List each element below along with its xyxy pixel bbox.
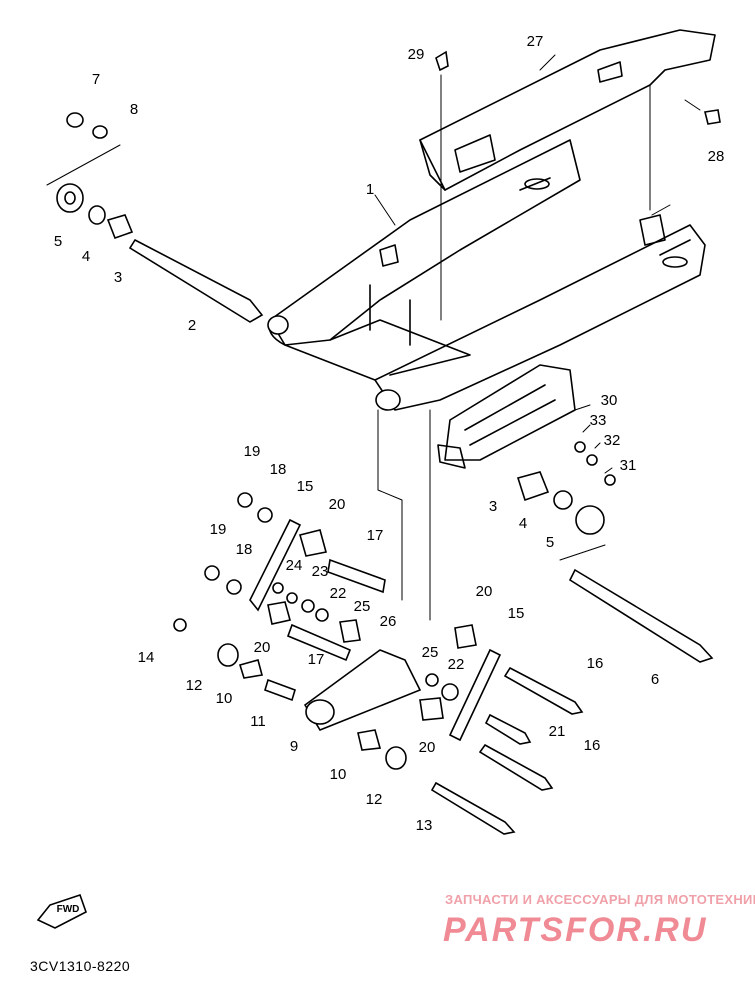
callout-1: 1 xyxy=(366,181,374,198)
callout-26: 26 xyxy=(380,613,397,630)
swingarm xyxy=(267,139,706,411)
callout-20: 20 xyxy=(254,639,271,656)
callout-4: 4 xyxy=(82,248,90,265)
fwd-label: FWD xyxy=(57,904,80,915)
callout-9: 9 xyxy=(290,738,298,755)
callout-23: 23 xyxy=(312,563,329,580)
callout-33: 33 xyxy=(590,412,607,429)
callout-31: 31 xyxy=(620,457,637,474)
callout-6: 6 xyxy=(651,671,659,688)
callout-19: 19 xyxy=(244,443,261,460)
callout-30: 30 xyxy=(601,392,618,409)
callout-32: 32 xyxy=(604,432,621,449)
callout-2: 2 xyxy=(188,317,196,334)
fwd-arrow: FWD xyxy=(36,893,87,929)
callout-20: 20 xyxy=(419,739,436,756)
callout-5: 5 xyxy=(546,534,554,551)
part-code: 3CV1310-8220 xyxy=(30,958,131,974)
callout-22: 22 xyxy=(330,585,347,602)
callout-3: 3 xyxy=(114,269,122,286)
callout-25: 25 xyxy=(422,644,439,661)
callout-8: 8 xyxy=(130,101,138,118)
callout-17: 17 xyxy=(308,651,325,668)
callout-5: 5 xyxy=(54,233,62,250)
callout-18: 18 xyxy=(270,461,287,478)
chain-slider xyxy=(437,364,576,469)
callout-14: 14 xyxy=(138,649,155,666)
callout-3: 3 xyxy=(489,498,497,515)
callout-27: 27 xyxy=(527,33,544,50)
callout-17: 17 xyxy=(367,527,384,544)
callout-16: 16 xyxy=(584,737,601,754)
callout-29: 29 xyxy=(408,46,425,63)
callout-19: 19 xyxy=(210,521,227,538)
callout-21: 21 xyxy=(549,723,566,740)
callout-20: 20 xyxy=(476,583,493,600)
hardware-parts xyxy=(56,50,721,835)
callout-13: 13 xyxy=(416,817,433,834)
callout-10: 10 xyxy=(216,690,233,707)
callout-18: 18 xyxy=(236,541,253,558)
callout-15: 15 xyxy=(297,478,314,495)
callout-11: 11 xyxy=(250,713,266,730)
callout-28: 28 xyxy=(708,148,725,165)
callout-7: 7 xyxy=(92,71,100,88)
callout-12: 12 xyxy=(366,791,383,808)
callout-numbers: 7854321292728303332313456191815201918172… xyxy=(54,33,725,834)
callout-25: 25 xyxy=(354,598,371,615)
watermark-tagline: ЗАПЧАСТИ И АКСЕССУАРЫ ДЛЯ МОТОТЕХНИКИ xyxy=(445,892,755,907)
callout-20: 20 xyxy=(329,496,346,513)
callout-15: 15 xyxy=(508,605,525,622)
watermark-brand: PARTSFOR.RU xyxy=(443,911,708,949)
callout-24: 24 xyxy=(286,557,303,574)
callout-12: 12 xyxy=(186,677,203,694)
chain-guard xyxy=(419,29,716,191)
callout-22: 22 xyxy=(448,656,465,673)
leader-lines xyxy=(46,54,701,621)
callout-16: 16 xyxy=(587,655,604,672)
callout-4: 4 xyxy=(519,515,527,532)
callout-10: 10 xyxy=(330,766,347,783)
